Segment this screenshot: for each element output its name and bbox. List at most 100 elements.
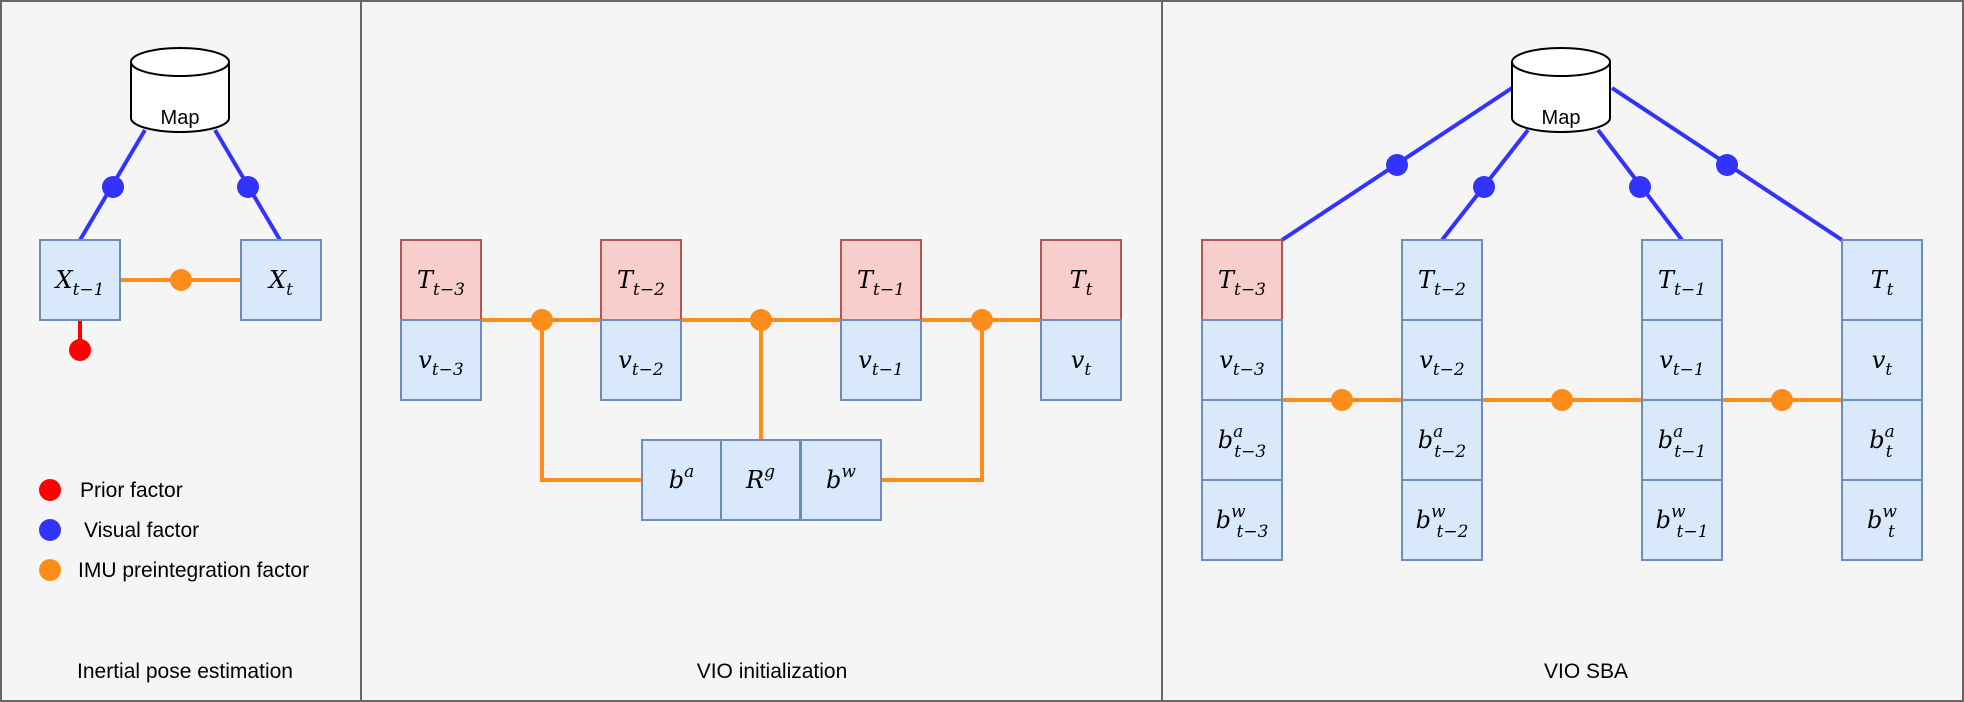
imu-edge xyxy=(881,320,984,482)
state-node: Xt xyxy=(240,239,322,321)
shared-bias-node-box xyxy=(800,439,882,521)
shared-bias-node-label: ba xyxy=(669,462,695,494)
pose-node-label: Tt−3 xyxy=(417,266,465,300)
var-sup: a xyxy=(1233,422,1243,442)
var-base: X xyxy=(267,266,287,294)
velocity-node-label: vt−2 xyxy=(1419,346,1464,380)
var-base: T xyxy=(857,266,875,294)
var-base: v xyxy=(1872,346,1886,374)
var-sub: t−2 xyxy=(1433,360,1465,380)
var-sup: a xyxy=(1885,422,1895,442)
velocity-node-box xyxy=(1841,319,1923,401)
var-sub: t−3 xyxy=(1234,280,1266,300)
visual-factor xyxy=(102,176,124,198)
velocity-node: vt−2 xyxy=(1401,319,1483,401)
pose-node-label: Tt xyxy=(1070,266,1093,300)
var-base: b xyxy=(1216,506,1231,534)
shared-bias-node: ba xyxy=(641,439,722,521)
var-base: T xyxy=(417,266,435,294)
var-sub: t−3 xyxy=(433,280,465,300)
shared-bias-node-label: bw xyxy=(826,462,856,494)
pose-node: Tt xyxy=(1040,239,1122,321)
var-sub: t xyxy=(1086,280,1093,300)
var-base: v xyxy=(618,346,632,374)
var-sub: t−2 xyxy=(1434,442,1466,462)
pose-node: Tt−2 xyxy=(1401,239,1483,321)
var-base: b xyxy=(1218,426,1233,454)
velocity-node-box xyxy=(1641,319,1723,401)
pose-node-box xyxy=(1841,239,1923,321)
velocity-node: vt−2 xyxy=(600,319,682,401)
shared-bias-node: bw xyxy=(800,439,882,521)
var-sup: w xyxy=(1231,502,1246,522)
velocity-node: vt xyxy=(1040,319,1122,401)
var-base: v xyxy=(1419,346,1433,374)
visual-factor xyxy=(1629,176,1651,198)
var-base: T xyxy=(617,266,635,294)
orange-dot-icon xyxy=(39,559,61,581)
imu-factor xyxy=(971,309,993,331)
state-node-label: Xt xyxy=(267,266,293,300)
var-sub: t−2 xyxy=(1434,280,1466,300)
velocity-node-box xyxy=(1040,319,1122,401)
legend: Prior factor Visual factor IMU preintegr… xyxy=(39,479,309,582)
var-base: b xyxy=(1869,426,1884,454)
var-sup: g xyxy=(764,462,775,482)
var-sub: t−3 xyxy=(1234,442,1266,462)
var-base: b xyxy=(1416,506,1431,534)
map-cylinder: Map xyxy=(130,47,230,133)
var-sub: t−1 xyxy=(1677,522,1709,542)
legend-label-prior: Prior factor xyxy=(80,479,183,502)
pose-node: Tt xyxy=(1841,239,1923,321)
var-base: R xyxy=(745,466,764,494)
velocity-node: vt−1 xyxy=(840,319,922,401)
var-sub: t xyxy=(1888,522,1895,542)
panel-title-vio-sba: VIO SBA xyxy=(1544,660,1628,683)
pose-node-label: Tt−1 xyxy=(1658,266,1706,300)
acc-bias-node-box xyxy=(1401,399,1483,481)
pose-node: Tt−3 xyxy=(1201,239,1283,321)
legend-label-imu: IMU preintegration factor xyxy=(78,559,309,582)
shared-bias-node-box xyxy=(641,439,722,521)
var-base: T xyxy=(1418,266,1436,294)
var-sub: t xyxy=(1886,442,1893,462)
var-base: T xyxy=(1871,266,1889,294)
velocity-node-label: vt xyxy=(1872,346,1893,380)
velocity-node-box xyxy=(400,319,482,401)
var-sup: w xyxy=(1431,502,1446,522)
velocity-node: vt−3 xyxy=(400,319,482,401)
var-sub: t−3 xyxy=(432,360,464,380)
var-sub: t−1 xyxy=(1674,442,1706,462)
state-node: Xt−1 xyxy=(39,239,121,321)
var-base: X xyxy=(54,266,74,294)
pose-node: Tt−1 xyxy=(1641,239,1723,321)
pose-node: Tt−3 xyxy=(400,239,482,321)
pose-node-label: Tt−2 xyxy=(617,266,665,300)
pose-node: Tt−2 xyxy=(600,239,682,321)
var-base: v xyxy=(858,346,872,374)
prior-factor xyxy=(69,339,91,361)
panel-title-vio-init: VIO initialization xyxy=(697,660,848,683)
var-base: b xyxy=(1867,506,1882,534)
var-sub: t xyxy=(286,280,293,300)
pose-node-box xyxy=(600,239,682,321)
var-sup: a xyxy=(1673,422,1683,442)
shared-bias-node-label: Rg xyxy=(745,462,775,494)
visual-factor xyxy=(1386,154,1408,176)
shared-bias-node: Rg xyxy=(720,439,801,521)
var-sub: t−1 xyxy=(1673,360,1705,380)
pose-node-box xyxy=(1201,239,1283,321)
var-sub: t−1 xyxy=(872,360,904,380)
map-label: Map xyxy=(161,107,200,129)
acc-bias-node-box xyxy=(1841,399,1923,481)
imu-factor xyxy=(1331,389,1353,411)
var-sub: t−1 xyxy=(73,280,105,300)
velocity-node: vt xyxy=(1841,319,1923,401)
